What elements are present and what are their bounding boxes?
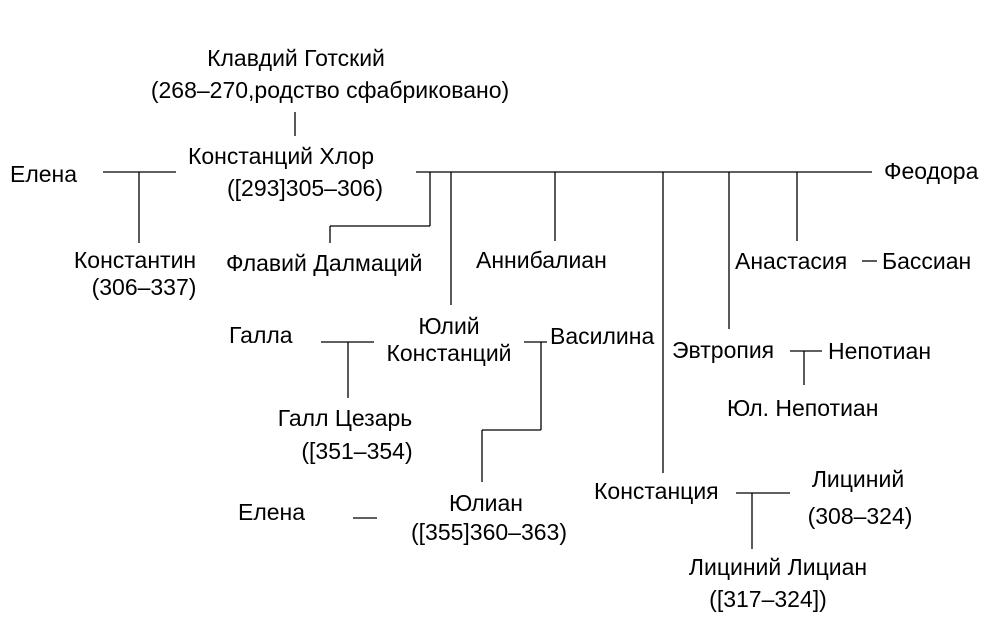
person-licinius-years: (308–324) bbox=[807, 503, 913, 529]
person-julius-name: Юлий bbox=[418, 313, 480, 339]
person-gallus-name: Галл Цезарь bbox=[277, 405, 413, 431]
person-constantius-years: ([293]305–306) bbox=[226, 175, 384, 201]
person-licinianus-years: ([317–324]) bbox=[709, 586, 827, 612]
person-theodora-name: Феодора bbox=[884, 158, 979, 184]
person-constantine-name: Константин bbox=[73, 247, 197, 273]
person-julius-name-line2: Констанций bbox=[386, 340, 512, 366]
person-nepotianus-jr-name: Юл. Непотиан bbox=[727, 395, 879, 421]
person-claudius-years: (268–270,родство сфабриковано) bbox=[150, 77, 510, 103]
person-constantine-years: (306–337) bbox=[91, 274, 197, 300]
person-anastasia-name: Анастасия bbox=[735, 248, 848, 274]
person-gallus-years: ([351–354) bbox=[301, 438, 413, 464]
person-julian-years: ([355]360–363) bbox=[410, 519, 568, 545]
person-helena-name: Елена bbox=[10, 161, 78, 187]
person-hannibalianus-name: Аннибалиан bbox=[476, 247, 607, 273]
person-nepotianus-name: Непотиан bbox=[828, 338, 932, 364]
person-julius-constantius: Юлий Констанций bbox=[386, 313, 511, 367]
person-helena-wife-name: Елена bbox=[238, 499, 306, 525]
person-bassianus-name: Бассиан bbox=[882, 248, 972, 274]
person-dalmatius-name: Флавий Далмаций bbox=[226, 250, 423, 276]
person-basilina-name: Василина bbox=[550, 323, 655, 349]
person-galla-name: Галла bbox=[229, 322, 293, 348]
person-constantius-name: Констанций Хлор bbox=[187, 143, 375, 169]
person-licinianus-name: Лициний Лициан bbox=[688, 554, 868, 580]
person-claudius-name: Клавдий Готский bbox=[207, 45, 385, 71]
person-julian-name: Юлиан bbox=[449, 490, 523, 516]
person-eutropia-name: Эвтропия bbox=[672, 337, 775, 363]
person-licinius-name: Лициний bbox=[811, 466, 905, 492]
person-constantia-name: Констанция bbox=[594, 478, 719, 504]
